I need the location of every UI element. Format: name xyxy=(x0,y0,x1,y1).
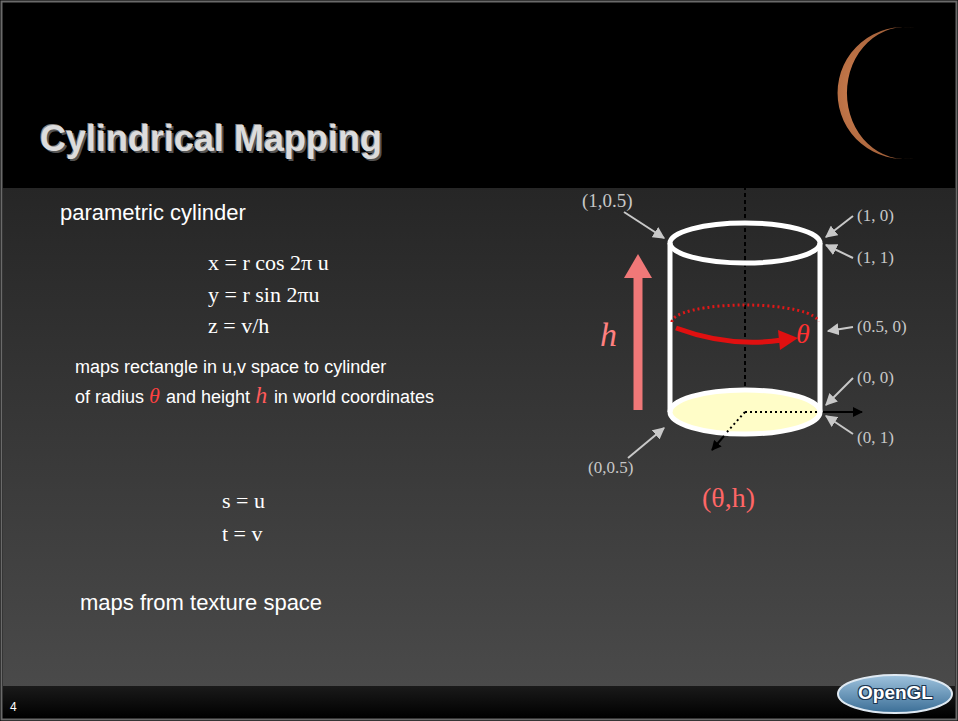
equation: z = v/h xyxy=(208,313,269,338)
equation: x = r cos 2π u xyxy=(208,250,329,275)
leader-line xyxy=(828,327,853,331)
description: of radius xyxy=(75,387,144,408)
height-arrowhead xyxy=(624,254,652,278)
x-axis-arrow xyxy=(823,411,862,413)
height-arrow xyxy=(634,274,643,410)
cylinder-top xyxy=(670,223,820,263)
leader-line xyxy=(826,416,853,434)
y-axis xyxy=(727,412,745,432)
slide-number: 4 xyxy=(10,701,17,715)
height-label: h xyxy=(600,315,617,354)
slide-body xyxy=(3,188,955,688)
symbol-theta: θ xyxy=(149,383,160,408)
coordinate-pair: (θ,h) xyxy=(702,482,755,514)
leader-line xyxy=(624,212,664,238)
coordinate-label: (0.5, 0) xyxy=(857,317,907,337)
coordinate-label: (1, 1) xyxy=(857,248,894,268)
logo-text: OpenGL xyxy=(858,682,933,704)
slide-title: Cylindrical Mapping xyxy=(40,118,382,159)
equation: s = u xyxy=(222,488,265,513)
coordinate-label: (1,0.5) xyxy=(582,190,633,212)
theta-arrowhead xyxy=(778,330,798,350)
coordinate-label: (0,0.5) xyxy=(588,458,633,478)
description: and height xyxy=(166,387,250,408)
x-axis xyxy=(745,411,818,413)
subheading: parametric cylinder xyxy=(60,200,246,225)
leader-line xyxy=(826,245,853,258)
coordinate-label: (0, 1) xyxy=(857,428,894,448)
opengl-logo xyxy=(838,675,952,713)
symbol-h: h xyxy=(255,382,267,410)
theta-arrow xyxy=(676,328,782,342)
cylinder-side xyxy=(668,243,673,412)
equation: t = v xyxy=(222,521,263,546)
description-line: of radiusθ and heighth in world coordinate… xyxy=(75,382,439,410)
angle-label: θ xyxy=(796,318,810,350)
description: in world coordinates xyxy=(274,387,434,408)
cylinder-side xyxy=(818,243,823,412)
cylinder-base xyxy=(670,390,820,434)
equation: y = r sin 2πu xyxy=(208,282,320,307)
coordinate-label: (0, 0) xyxy=(857,368,894,388)
coordinate-label: (1, 0) xyxy=(857,206,894,226)
z-axis xyxy=(744,186,746,412)
leader-line xyxy=(826,216,853,237)
y-axis-arrow xyxy=(712,436,724,450)
slide-footer xyxy=(3,686,955,718)
description: maps from texture space xyxy=(80,590,322,615)
leader-line xyxy=(826,378,853,405)
description: maps rectangle in u,v space to cylinder xyxy=(75,357,386,378)
moon-crescent xyxy=(838,27,915,159)
leader-line xyxy=(628,428,664,458)
